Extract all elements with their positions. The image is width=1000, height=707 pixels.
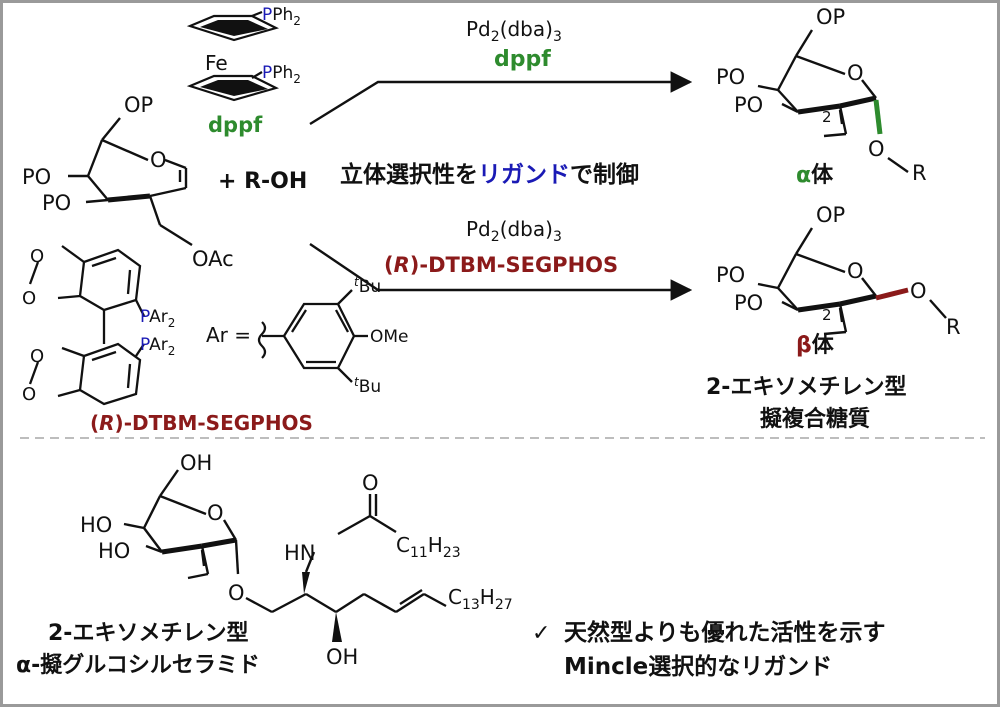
ceramide-structure (123, 469, 447, 614)
ceramide-o-link: O (228, 581, 245, 605)
wavy-bond (257, 321, 267, 359)
ceramide-carbonyl-o: O (362, 471, 379, 495)
dppf-structure (186, 10, 280, 102)
dppf-name: dppf (208, 113, 263, 137)
glucal-po-1: PO (22, 165, 51, 189)
pph2-bottom-label: PPh2 (262, 63, 301, 86)
ceramide-hn: HN (284, 541, 316, 565)
ceramide-c11h23: C11H23 (396, 533, 461, 561)
bottom-catalyst: Pd2(dba)3 (466, 217, 562, 245)
alpha-or-bond (887, 157, 909, 173)
ceramide-oh-top: OH (180, 451, 212, 475)
pph2-top-label: PPh2 (262, 5, 301, 28)
ar-structure (262, 289, 368, 383)
segphos-name: (R)-DTBM-SEGPHOS (90, 411, 313, 435)
alpha-product-structure (757, 29, 877, 138)
ceramide-ho-2: HO (98, 539, 130, 563)
ceramide-wedge-oh (332, 612, 342, 642)
segphos-par2-top: PAr2 (140, 307, 175, 330)
ceramide-ho-1: HO (80, 513, 112, 537)
glucal-structure (68, 117, 193, 247)
top-arrow (309, 71, 693, 126)
segphos-o-4: O (22, 384, 36, 405)
fe-label: Fe (205, 51, 228, 75)
alpha-o: O (868, 137, 885, 161)
segphos-o-2: O (22, 288, 36, 309)
beta-label: β体 (796, 333, 835, 358)
alpha-c2: 2 (822, 108, 832, 126)
beta-po-1: PO (716, 263, 745, 287)
beta-bond (875, 287, 909, 301)
alpha-po-2: PO (734, 93, 763, 117)
alpha-r: R (912, 161, 927, 185)
alpha-ring-o: O (847, 61, 864, 85)
ceramide-wedge-n (302, 572, 310, 594)
ceramide-oh-bottom: OH (326, 645, 358, 669)
alpha-label: α体 (796, 163, 834, 188)
beta-op: OP (816, 203, 845, 227)
glucal-op: OP (124, 93, 153, 117)
ceramide-ring-o: O (207, 501, 224, 525)
alpha-op: OP (816, 5, 845, 29)
check-icon: ✓ (532, 621, 550, 646)
ar-ome: OMe (370, 327, 409, 347)
beta-class-line1: 2-エキソメチレン型 (706, 375, 906, 400)
ceramide-c13h27: C13H27 (448, 585, 513, 613)
bottom-ligand: (R)-DTBM-SEGPHOS (384, 253, 618, 277)
segphos-structure (28, 245, 146, 406)
ceramide-name-line2: α-擬グルコシルセラミド (16, 652, 260, 678)
segphos-o-3: O (30, 346, 44, 367)
glucal-ring-o: O (150, 148, 167, 172)
bottom-arrow (309, 243, 693, 301)
segphos-o-1: O (30, 246, 44, 267)
beta-c2: 2 (822, 306, 832, 324)
top-ligand: dppf (494, 47, 551, 72)
top-catalyst: Pd2(dba)3 (466, 17, 562, 45)
ar-tbu-bottom: tBu (354, 375, 381, 397)
beta-r: R (946, 315, 961, 339)
ceramide-name-line1: 2-エキソメチレン型 (48, 621, 248, 646)
alpha-po-1: PO (716, 65, 745, 89)
beta-o: O (910, 279, 927, 303)
ar-equals: Ar = (206, 323, 251, 347)
glucal-po-2: PO (42, 191, 71, 215)
beta-ring-o: O (847, 259, 864, 283)
bullet-line2: Mincle選択的なリガンド (564, 653, 832, 680)
bullet-line1: 天然型よりも優れた活性を示す (564, 619, 886, 646)
alpha-bond (873, 99, 883, 135)
stereocontrol-caption: 立体選択性をリガンドで制御 (340, 161, 639, 188)
beta-po-2: PO (734, 291, 763, 315)
reagent-roh: + R-OH (218, 169, 307, 194)
segphos-par2-bottom: PAr2 (140, 335, 175, 358)
beta-product-structure (757, 227, 947, 336)
ar-tbu-top: tBu (354, 275, 381, 297)
beta-class-line2: 擬複合糖質 (760, 406, 870, 432)
glucal-oac: OAc (192, 247, 234, 271)
